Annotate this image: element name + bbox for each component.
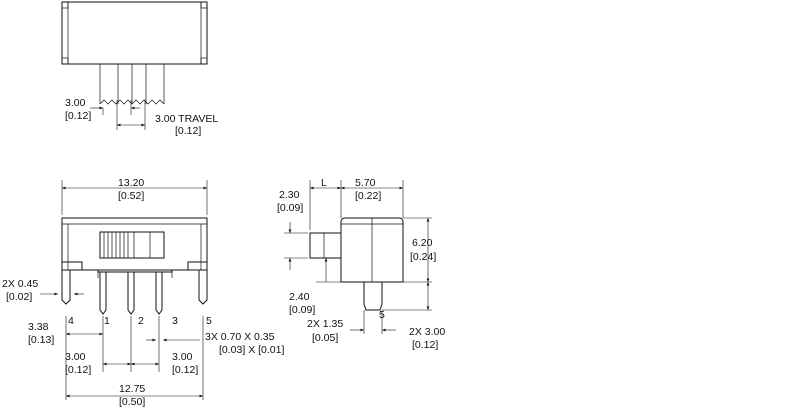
height-dim: 6.20 <box>412 237 433 249</box>
mount-pin-dim-in: [0.02] <box>6 291 32 303</box>
pin-label-1: 1 <box>104 315 110 327</box>
pitch-right-dim-in: [0.12] <box>172 364 198 376</box>
pin-w-dim: 2X 1.35 <box>307 318 343 330</box>
top-view: 3.00 [0.12] 3.00 TRAVEL [0.12] <box>61 1 218 137</box>
pin-len-dim-in: [0.12] <box>412 339 438 351</box>
mount-pin-dim: 2X 0.45 <box>2 278 38 290</box>
top-actuator <box>99 64 165 105</box>
actuator-dim: 2.30 <box>279 189 300 201</box>
height-dim-in: [0.24] <box>410 251 436 263</box>
travel-in: [0.12] <box>175 125 201 137</box>
L-dim: L <box>321 177 327 189</box>
knob-pos-dim-in: [0.09] <box>289 304 315 316</box>
pin-label-5: 5 <box>206 315 212 327</box>
pitch-left-dim-in: [0.12] <box>65 364 91 376</box>
top-pitch: 3.00 <box>65 97 86 109</box>
offset-dim-in: [0.13] <box>28 334 54 346</box>
pitch-left-dim: 3.00 <box>65 351 86 363</box>
pin5-label: 5 <box>379 309 385 321</box>
pin-label-2: 2 <box>138 315 144 327</box>
pin-size-dim-in: [0.03] X [0.01] <box>219 344 284 356</box>
actuator-dim-in: [0.09] <box>277 202 303 214</box>
depth-dim: 5.70 <box>355 177 376 189</box>
pin-w-dim-in: [0.05] <box>312 332 338 344</box>
span-dim-in: [0.50] <box>119 396 145 408</box>
span-dim: 12.75 <box>119 383 145 395</box>
knob-pos-dim: 2.40 <box>289 291 310 303</box>
top-body <box>61 1 208 65</box>
slider-knob <box>99 231 165 259</box>
side-view: L 5.70 [0.22] 2.30 [0.09] 6.20 [0.24] 2X… <box>277 177 445 351</box>
pin-label-4: 4 <box>68 315 74 327</box>
pitch-right-dim: 3.00 <box>172 351 193 363</box>
side-actuator <box>309 232 342 259</box>
front-body <box>61 217 208 271</box>
pin-len-dim: 2X 3.00 <box>409 326 445 338</box>
pin-label-3: 3 <box>172 315 178 327</box>
front-width: 13.20 <box>118 177 144 189</box>
side-body <box>340 217 404 283</box>
front-width-in: [0.52] <box>118 190 144 202</box>
depth-dim-in: [0.22] <box>355 190 381 202</box>
offset-dim: 3.38 <box>28 321 49 333</box>
pin-size-dim: 3X 0.70 X 0.35 <box>205 331 275 343</box>
side-pin <box>363 282 383 311</box>
front-view: 13.20 [0.52] 4 1 <box>2 177 284 408</box>
travel-label: 3.00 TRAVEL <box>155 113 218 125</box>
top-pitch-in: [0.12] <box>65 110 91 122</box>
